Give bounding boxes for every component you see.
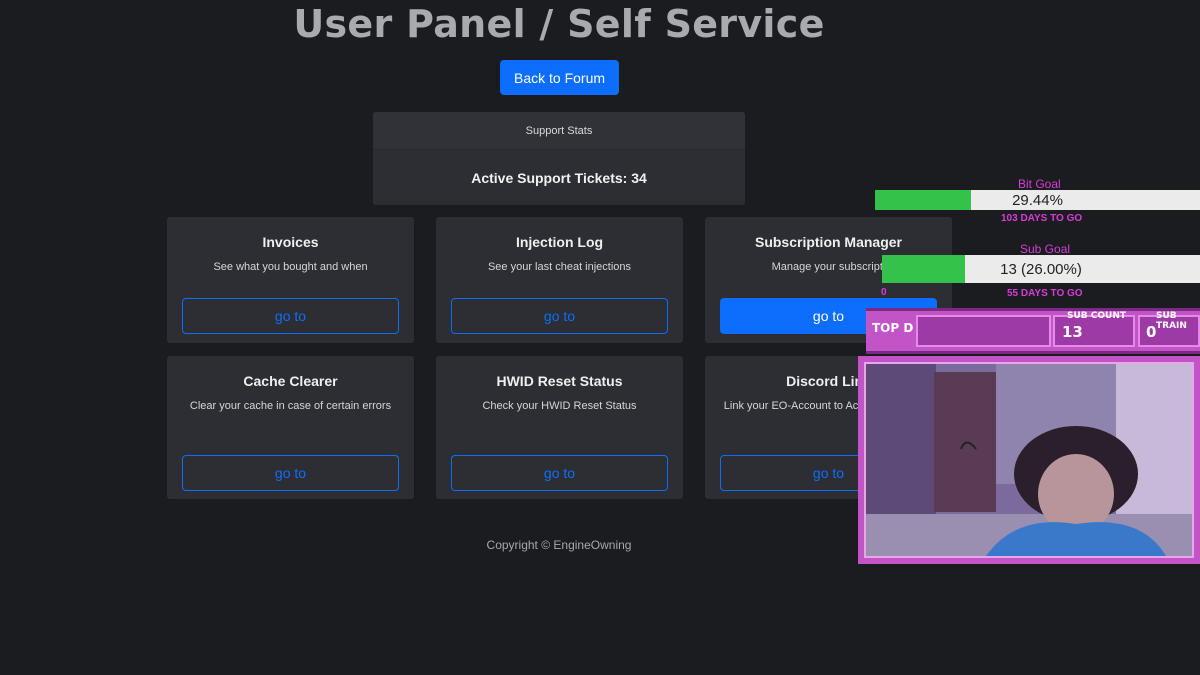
sub-goal-bar: 13 (26.00%) (882, 255, 1200, 283)
sub-count-box (1053, 315, 1135, 347)
webcam-scene (866, 364, 1192, 556)
sub-goal-days: 55 DAYS TO GO (1007, 288, 1083, 299)
card-title: HWID Reset Status (496, 373, 623, 389)
card-hwid-reset-status: HWID Reset Status Check your HWID Reset … (436, 356, 683, 499)
copyright: Copyright © EngineOwning (486, 538, 632, 552)
sub-goal-fill (882, 255, 965, 283)
support-stats-panel: Support Stats Active Support Tickets: 34 (373, 112, 745, 205)
webcam-feed (864, 362, 1194, 558)
bit-goal-days: 103 DAYS TO GO (1001, 213, 1083, 224)
card-description: See what you bought and when (213, 261, 368, 273)
card-description: Manage your subscripti (771, 261, 886, 273)
back-to-forum-button[interactable]: Back to Forum (500, 60, 619, 95)
support-stats-header: Support Stats (373, 112, 745, 150)
sub-train-box (1138, 315, 1200, 347)
card-title: Injection Log (515, 234, 604, 250)
top-donor-box (916, 315, 1051, 347)
sub-count-label: SUB COUNT (1067, 311, 1127, 321)
card-injection-log: Injection Log See your last cheat inject… (436, 217, 683, 343)
card-description: Check your HWID Reset Status (482, 400, 637, 412)
card-description: Clear your cache in case of certain erro… (189, 400, 392, 412)
sub-goal-start-value: 0 (881, 287, 887, 298)
webcam-frame (858, 356, 1200, 564)
sub-train-label: SUB TRAIN (1156, 311, 1187, 331)
card-title: Subscription Manager (754, 234, 903, 250)
card-invoices: Invoices See what you bought and when go… (167, 217, 414, 343)
bit-goal-value: 29.44% (1012, 191, 1063, 209)
card-description: See your last cheat injections (487, 261, 632, 273)
card-cache-clearer: Cache Clearer Clear your cache in case o… (167, 356, 414, 499)
card-title: Cache Clearer (243, 373, 338, 389)
bit-goal-fill (875, 190, 971, 210)
cache-clearer-go-button[interactable]: go to (182, 455, 399, 491)
sub-goal-label: Sub Goal (1020, 242, 1071, 256)
active-support-tickets: Active Support Tickets: 34 (471, 169, 647, 186)
sub-count-value: 13 (1062, 323, 1083, 341)
bit-goal-label: Bit Goal (1018, 177, 1061, 191)
hwid-reset-go-button[interactable]: go to (451, 455, 668, 491)
card-description: Link your EO-Account to Account (723, 400, 886, 412)
top-donor-label: TOP D (872, 321, 914, 335)
page-title: User Panel / Self Service (293, 2, 825, 46)
sub-train-value: 0 (1146, 323, 1157, 341)
stream-stats-strip: TOP D SUB COUNT 13 SUB TRAIN 0 (866, 308, 1200, 354)
card-title: Discord Link (786, 373, 871, 389)
bit-goal-bar: 29.44% (875, 190, 1200, 210)
injection-log-go-button[interactable]: go to (451, 298, 668, 334)
sub-goal-value: 13 (26.00%) (1000, 260, 1082, 278)
card-title: Invoices (262, 234, 319, 250)
invoices-go-button[interactable]: go to (182, 298, 399, 334)
